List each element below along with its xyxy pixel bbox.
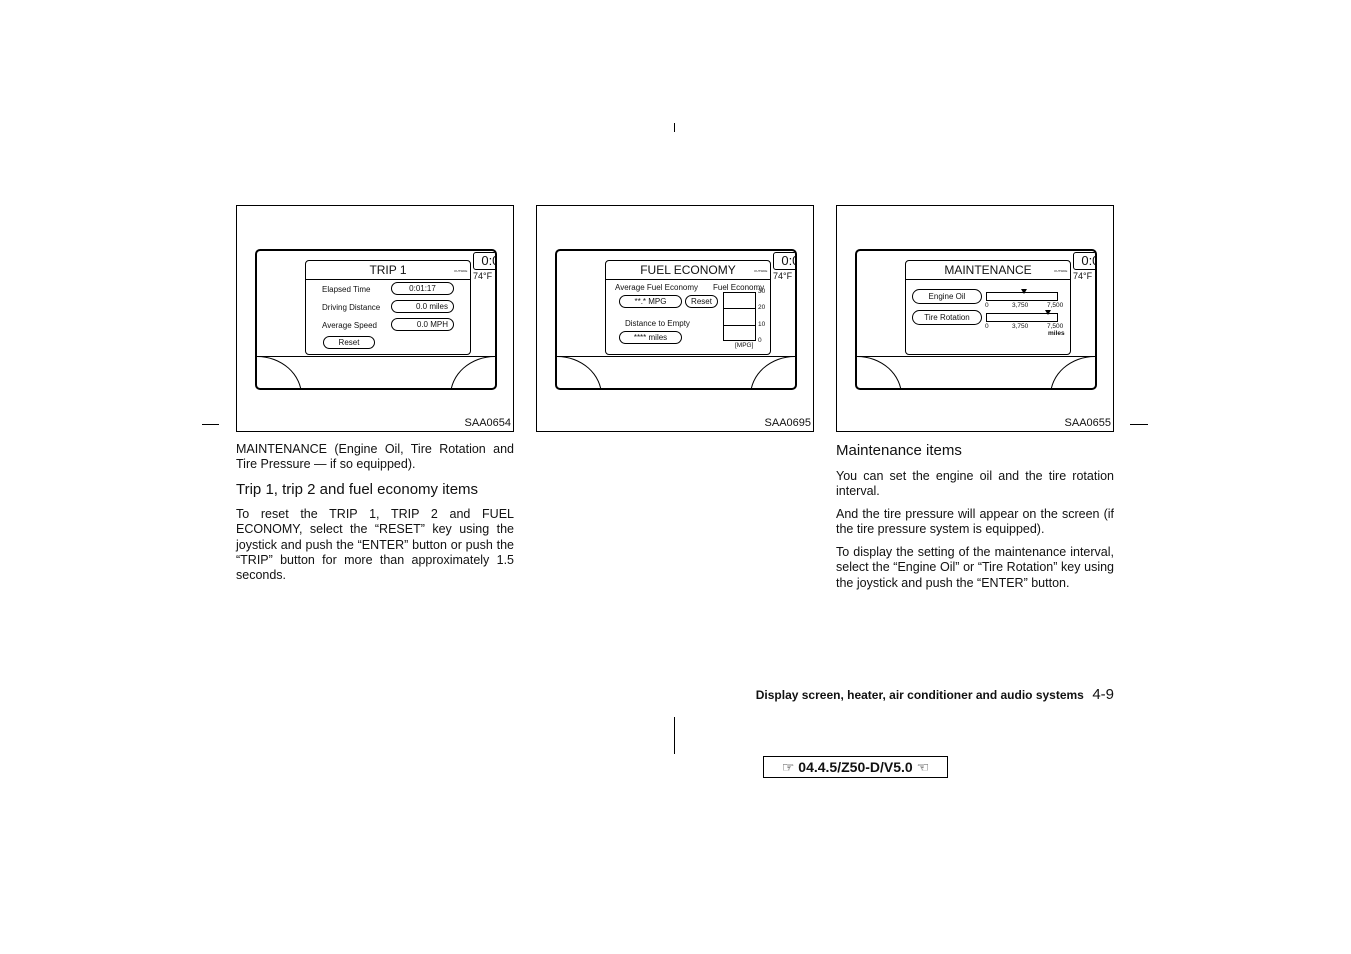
bar-unit: miles — [1048, 330, 1065, 337]
engine-oil-marker — [1021, 289, 1028, 294]
section-heading: Trip 1, trip 2 and fuel economy items — [236, 481, 479, 498]
version-box: ☞ 04.4.5/Z50-D/V5.0 ☜ — [763, 756, 948, 778]
trip-panel: TRIP 1 Elapsed Time 0:01:17 Driving Dist… — [305, 260, 471, 355]
pointing-hand-right-icon: ☞ — [781, 759, 795, 775]
dte-value: **** miles — [619, 331, 682, 344]
row-value: 0.0 miles — [391, 300, 454, 313]
bar-tick: 0 — [985, 302, 989, 309]
fuel-graph — [723, 292, 756, 341]
row-value: 0:01:17 — [391, 282, 454, 295]
panel-title: TRIP 1 — [306, 261, 470, 280]
row-label: Average Speed — [322, 321, 378, 330]
body-text: You can set the engine oil and the tire … — [836, 469, 1114, 499]
figure-maintenance: MAINTENANCE Engine Oil 0 3,750 7,500 Tir… — [836, 205, 1114, 432]
dte-label: Distance to Empty — [625, 319, 690, 328]
clock: 0:00 — [473, 252, 495, 270]
engine-oil-button[interactable]: Engine Oil — [912, 289, 982, 304]
crop-mark — [674, 123, 675, 132]
section-heading: Maintenance items — [836, 442, 962, 459]
avg-label: Average Fuel Economy — [615, 283, 699, 292]
figure-code: SAA0655 — [1064, 417, 1111, 429]
reset-button[interactable]: Reset — [323, 336, 375, 349]
graph-tick: 10 — [758, 321, 766, 328]
figure-code: SAA0654 — [464, 417, 511, 429]
outside-temp: 74°F — [773, 271, 793, 281]
bar-tick: 7,500 — [1047, 323, 1064, 330]
panel-title: FUEL ECONOMY — [606, 261, 770, 280]
tire-rotation-bar — [986, 313, 1058, 322]
page-footer: Display screen, heater, air conditioner … — [756, 686, 1114, 704]
bar-tick: 3,750 — [1012, 323, 1029, 330]
crop-mark — [202, 424, 219, 425]
avg-value: **.* MPG — [619, 295, 682, 308]
graph-unit: [MPG] — [735, 342, 754, 349]
display-screen: TRIP 1 Elapsed Time 0:01:17 Driving Dist… — [255, 249, 497, 390]
version-label: 04.4.5/Z50-D/V5.0 — [798, 759, 913, 775]
crop-mark — [674, 717, 675, 754]
row-value: 0.0 MPH — [391, 318, 454, 331]
outside-temp: 74°F — [1073, 271, 1093, 281]
figure-fuel-economy: FUEL ECONOMY Average Fuel Economy **.* M… — [536, 205, 814, 432]
section-title: Display screen, heater, air conditioner … — [755, 688, 1084, 702]
graph-label: Fuel Economy — [713, 283, 765, 292]
display-screen: FUEL ECONOMY Average Fuel Economy **.* M… — [555, 249, 797, 390]
graph-tick: 0 — [758, 337, 762, 344]
outside-temp: 74°F — [473, 271, 493, 281]
reset-button[interactable]: Reset — [685, 295, 718, 308]
page-number: 4-9 — [1092, 686, 1114, 703]
row-label: Driving Distance — [322, 303, 381, 312]
panel-title: MAINTENANCE — [906, 261, 1070, 280]
outside-label: OUTSIDE — [454, 269, 468, 273]
tire-rotation-button[interactable]: Tire Rotation — [912, 310, 982, 325]
body-text: To reset the TRIP 1, TRIP 2 and FUEL ECO… — [236, 507, 514, 583]
clock: 0:00 — [1073, 252, 1095, 270]
graph-tick: 20 — [758, 304, 766, 311]
figure-code: SAA0695 — [764, 417, 811, 429]
display-screen: MAINTENANCE Engine Oil 0 3,750 7,500 Tir… — [855, 249, 1097, 390]
bar-tick: 3,750 — [1012, 302, 1029, 309]
outside-label: OUTSIDE — [1054, 269, 1068, 273]
crop-mark — [1130, 424, 1148, 425]
body-text: And the tire pressure will appear on the… — [836, 507, 1114, 537]
maintenance-panel: MAINTENANCE Engine Oil 0 3,750 7,500 Tir… — [905, 260, 1071, 355]
bar-tick: 0 — [985, 323, 989, 330]
figure-trip: TRIP 1 Elapsed Time 0:01:17 Driving Dist… — [236, 205, 514, 432]
tire-rotation-marker — [1044, 310, 1051, 315]
outside-label: OUTSIDE — [754, 269, 768, 273]
bar-tick: 7,500 — [1047, 302, 1064, 309]
graph-tick: 30 — [758, 288, 766, 295]
clock: 0:00 — [773, 252, 795, 270]
body-text: To display the setting of the maintenanc… — [836, 545, 1114, 590]
intro-text: MAINTENANCE (Engine Oil, Tire Rotation a… — [236, 442, 514, 472]
fuel-panel: FUEL ECONOMY Average Fuel Economy **.* M… — [605, 260, 771, 355]
pointing-hand-left-icon: ☜ — [916, 759, 930, 775]
row-label: Elapsed Time — [322, 285, 371, 294]
